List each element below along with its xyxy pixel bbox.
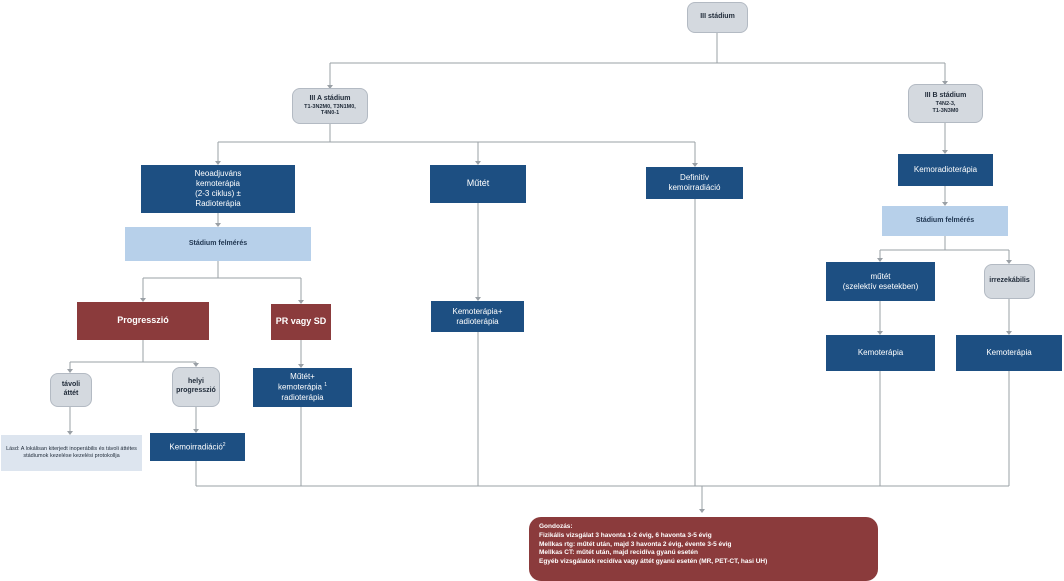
follow-up-box: Gondozás: Fizikális vizsgálat 3 havonta … (529, 517, 878, 581)
distant-metastasis-node: távoli áttét (50, 373, 92, 407)
neoadjuvant-therapy-node: Neoadjuváns kemoterápia (2-3 ciklus) ± R… (141, 165, 295, 213)
chemoradiation-left-text: Kemoirradiáció (169, 442, 223, 452)
pr-sd-node: PR vagy SD (271, 304, 331, 340)
reference-note: Lásd: A lokálisan kiterjedt inoperábilis… (1, 435, 142, 471)
definitive-chemoradiation-node: Definitív kemoirradiáció (646, 167, 743, 199)
selective-surgery-line-1: műtét (870, 271, 891, 281)
surgery-label: Műtét (466, 178, 490, 189)
stage-3b-tnm-2: T1-3N3M0 (932, 107, 959, 114)
stage-3a-node: III A stádium T1-3N2M0, T3N1M0, T4N0-1 (292, 88, 368, 124)
neoadjuvant-line-3: (2-3 ciklus) ± (195, 189, 241, 198)
distant-line-2: áttét (63, 390, 79, 397)
follow-up-title: Gondozás: (539, 523, 573, 530)
chemo-radio-line-1: Kemoterápia+ (452, 306, 503, 316)
progression-node: Progresszió (77, 302, 209, 340)
combo-line-2-text: kemoterápia (277, 382, 322, 392)
chemoradiation-footnote-marker: 2 (222, 441, 226, 448)
progression-label: Progresszió (117, 315, 169, 326)
chemoradiation-left-node: Kemoirradiáció2 (150, 433, 245, 461)
stage-3b-tnm-1: T4N2-3, (935, 101, 956, 107)
unresectable-label: irrezekábilis (989, 277, 1030, 285)
chemoradiotherapy-3b-node: Kemoradioterápia (898, 154, 993, 186)
stage-3a-tnm-1: T1-3N2M0, T3N1M0, (304, 103, 356, 110)
neoadjuvant-line-2: kemoterápia (195, 179, 241, 188)
stage-3a-tnm-2: T4N0-1 (320, 110, 340, 117)
selective-surgery-node: műtét (szelektív esetekben) (826, 262, 935, 301)
chemoradiation-left-label: Kemoirradiáció2 (169, 442, 225, 453)
follow-up-line-3: Mellkas CT: műtét után, majd recidíva gy… (539, 549, 698, 557)
stage-3a-title: III A stádium (309, 94, 351, 102)
staging-assessment-left-node: Stádium felmérés (125, 227, 311, 261)
staging-left-label: Stádium felmérés (188, 239, 248, 247)
combo-footnote-marker: 1 (324, 382, 328, 389)
reference-note-text: Lásd: A lokálisan kiterjedt inoperábilis… (6, 445, 137, 459)
surgery-chemo-radio-node: Műtét+ kemoterápia 1 radioterápia (253, 368, 352, 407)
staging-right-label: Stádium felmérés (915, 216, 975, 224)
surgery-node: Műtét (430, 165, 526, 203)
stage-3-root-label: III stádium (700, 13, 735, 21)
local-line-2: progresszió (176, 387, 216, 394)
neoadjuvant-line-1: Neoadjuváns (194, 169, 242, 178)
combo-line-2: kemoterápia 1 (278, 382, 327, 393)
stage-3-root-node: III stádium (687, 2, 748, 33)
combo-line-3: radioterápia (281, 392, 324, 402)
chemotherapy-b-node: Kemoterápia (956, 335, 1062, 371)
local-line-1: helyi (188, 378, 204, 386)
pr-sd-label: PR vagy SD (275, 316, 327, 327)
follow-up-line-2: Mellkas rtg: műtét után, majd 3 havonta … (539, 540, 732, 548)
definitive-line-2: kemoirradiáció (668, 183, 721, 192)
local-progression-node: helyi progresszió (172, 367, 220, 407)
stage-3b-node: III B stádium T4N2-3, T1-3N3M0 (908, 84, 983, 123)
chemo-radiotherapy-node: Kemoterápia+ radioterápia (431, 301, 524, 332)
stage-3b-title: III B stádium (924, 92, 967, 100)
staging-assessment-right-node: Stádium felmérés (882, 206, 1008, 236)
chemotherapy-a-node: Kemoterápia (826, 335, 935, 371)
distant-line-1: távoli (61, 381, 81, 389)
chemoradiotherapy-3b-label: Kemoradioterápia (913, 165, 978, 174)
follow-up-line-4: Egyéb vizsgálatok recidíva vagy áttét gy… (539, 558, 768, 566)
combo-line-1: Műtét+ (290, 372, 315, 382)
chemotherapy-a-label: Kemoterápia (857, 348, 904, 357)
neoadjuvant-line-4: Radioterápia (195, 199, 241, 208)
chemotherapy-b-label: Kemoterápia (986, 348, 1032, 357)
selective-surgery-line-2: (szelektív esetekben) (842, 281, 919, 291)
follow-up-line-1: Fizikális vizsgálat 3 havonta 1-2 évig, … (539, 531, 712, 539)
chemo-radio-line-2: radioterápia (456, 316, 499, 326)
unresectable-node: irrezekábilis (984, 264, 1035, 299)
definitive-line-1: Definitív (680, 173, 709, 182)
